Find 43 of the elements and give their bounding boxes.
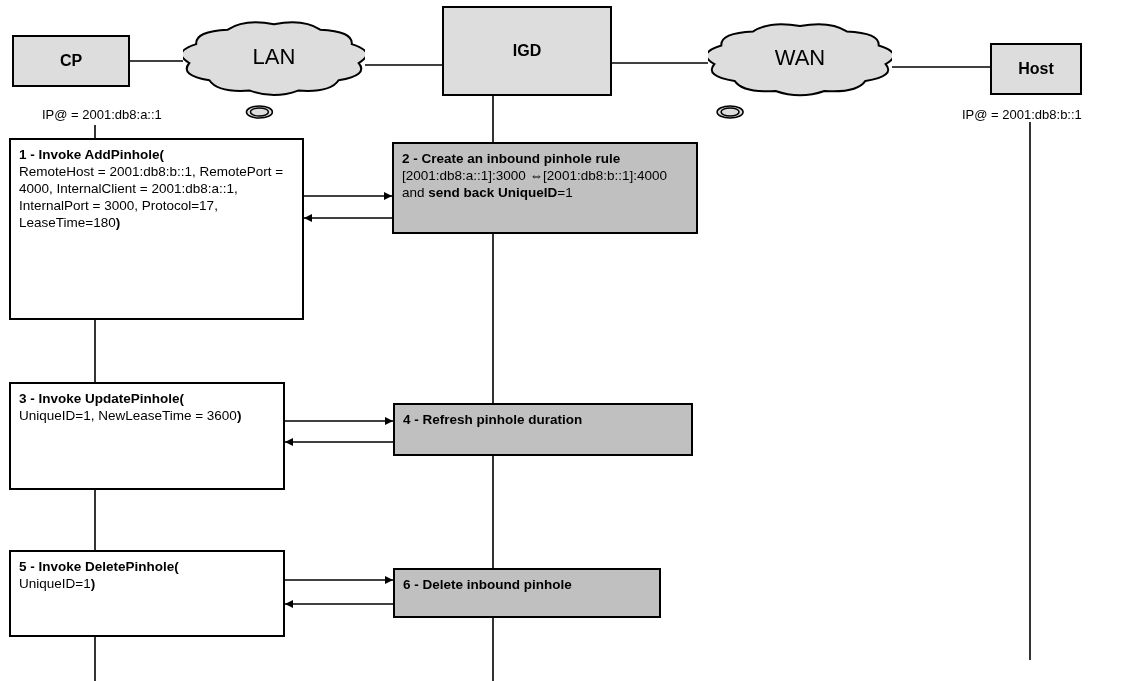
action-box <box>9 382 285 490</box>
node-label: Host <box>1018 60 1054 78</box>
arrow <box>284 576 394 584</box>
connector-line <box>492 455 494 569</box>
action-box <box>9 138 304 320</box>
step-heading: 5 - Invoke DeletePinhole( <box>19 558 180 575</box>
node-label: IGD <box>512 42 542 60</box>
entity-box <box>442 6 612 96</box>
arrow <box>284 417 394 425</box>
arrow <box>303 214 393 222</box>
process-box <box>393 403 693 456</box>
step-text: RemoteHost = 2001:db8:b::1, RemotePort = 4000, InternalClient = 2001:db8:a::1, InternalPort = 3000, Protocol=17, LeaseTime=180) <box>19 163 285 231</box>
step-text: UniqueID=1, NewLeaseTime = 3600) <box>19 407 243 424</box>
connector-line <box>94 319 96 383</box>
process-box <box>393 568 661 618</box>
step-heading: 6 - Delete inbound pinhole <box>403 576 573 593</box>
action-box <box>9 550 285 637</box>
connector-line <box>94 636 96 681</box>
address-label: IP@ = 2001:db8:b::1 <box>962 107 1082 122</box>
connector-line <box>129 60 184 62</box>
arrow <box>284 438 394 446</box>
connector-line <box>611 62 709 64</box>
connector-line <box>492 233 494 404</box>
step-heading: 4 - Refresh pinhole duration <box>403 411 584 428</box>
address-label: IP@ = 2001:db8:a::1 <box>42 107 162 122</box>
arrow <box>303 192 393 200</box>
node-label: LAN <box>252 44 296 70</box>
step-heading: 1 - Invoke AddPinhole( <box>19 146 165 163</box>
step-heading: 3 - Invoke UpdatePinhole( <box>19 390 186 407</box>
connector-line <box>492 95 494 143</box>
arrow <box>284 600 394 608</box>
node-label: WAN <box>774 45 826 71</box>
node-label: CP <box>59 52 83 70</box>
step-text: [2001:db8:a::1]:3000 ⇔[2001:db8:b::1]:4000 and send back UniqueID=1 <box>402 167 668 201</box>
connector-line <box>94 489 96 551</box>
connector-line <box>94 124 96 139</box>
process-box <box>392 142 698 234</box>
connector-line <box>492 617 494 681</box>
step-heading: 2 - Create an inbound pinhole rule <box>402 150 622 167</box>
connector-line <box>891 66 991 68</box>
connector-line <box>1029 121 1031 661</box>
connector-line <box>364 64 443 66</box>
step-text: UniqueID=1) <box>19 575 97 592</box>
